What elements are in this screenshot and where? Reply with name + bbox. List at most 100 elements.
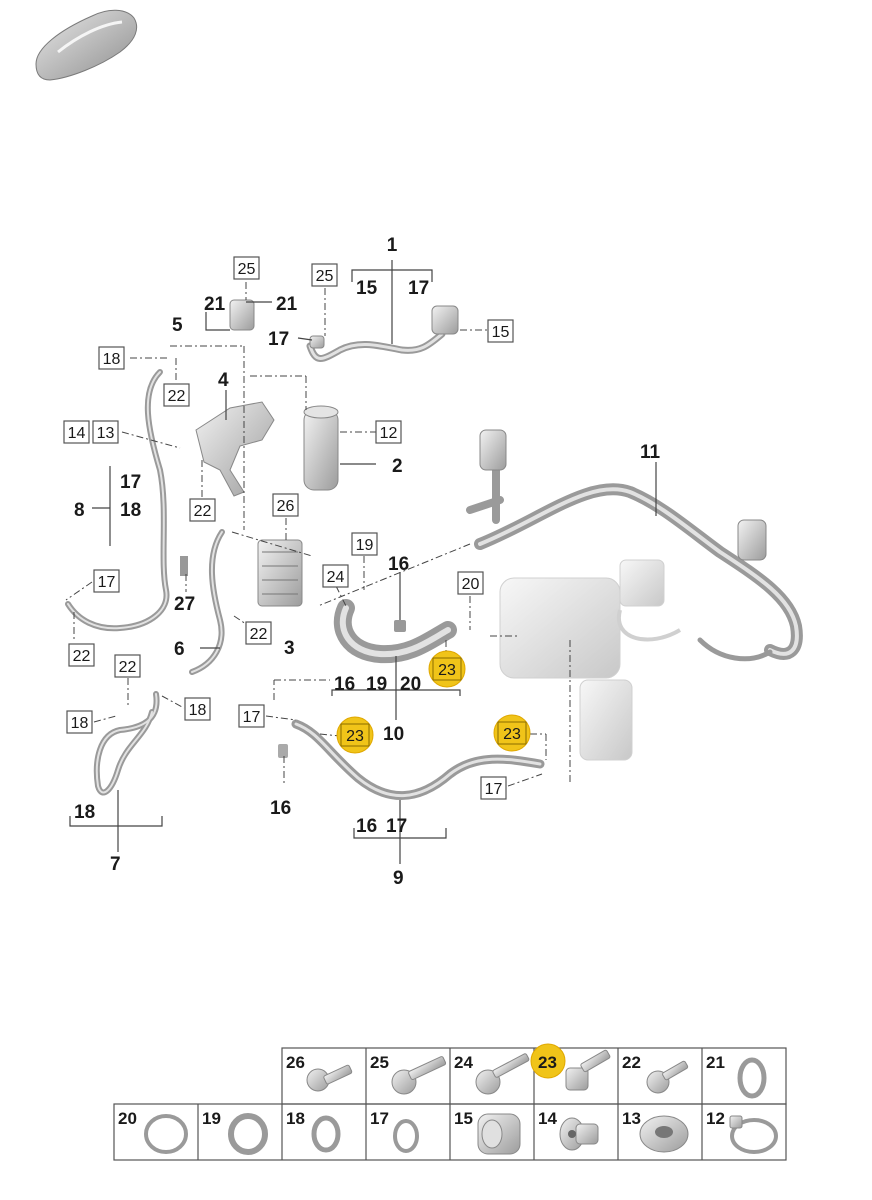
svg-text:22: 22: [73, 648, 91, 665]
svg-text:13: 13: [97, 425, 115, 442]
o-ring-icon: [228, 1113, 268, 1155]
callout-20-group10: 20: [400, 674, 421, 695]
bushing-icon: [559, 1117, 599, 1151]
grommet-icon: [639, 1115, 689, 1153]
boxed-label-20: 20: [457, 571, 484, 595]
boxed-label-17a: 17: [93, 569, 120, 593]
table-cell-17: 17: [370, 1109, 419, 1153]
callout-15-group1: 15: [356, 278, 378, 299]
callout-2: 2: [392, 456, 403, 477]
callout-17-group8: 17: [120, 472, 141, 493]
svg-text:15: 15: [454, 1109, 473, 1128]
svg-text:15: 15: [492, 324, 510, 341]
o-ring-icon: [737, 1057, 767, 1099]
svg-text:17: 17: [485, 781, 503, 798]
hose-clamp-icon: [729, 1115, 778, 1154]
boxed-label-22b: 22: [189, 498, 216, 522]
boxed-label-22e: 22: [114, 654, 141, 678]
callout-18-group7: 18: [74, 802, 95, 823]
callout-8: 8: [74, 500, 85, 521]
svg-text:20: 20: [462, 576, 480, 593]
svg-text:18: 18: [189, 702, 207, 719]
svg-text:18: 18: [103, 351, 121, 368]
svg-text:23: 23: [503, 726, 521, 743]
svg-text:22: 22: [622, 1053, 641, 1072]
svg-text:18: 18: [286, 1109, 305, 1128]
boxed-label-19: 19: [351, 532, 378, 556]
svg-text:23: 23: [538, 1053, 557, 1072]
callout-7: 7: [110, 854, 121, 875]
callout-3: 3: [284, 638, 295, 659]
callout-9: 9: [393, 868, 404, 889]
boxed-labels: 25 25 15 18 22 14 13 12 22 26 19 24 20 1…: [63, 256, 514, 800]
table-cell-22: 22: [622, 1053, 689, 1094]
boxed-label-18a: 18: [98, 346, 125, 370]
table-cell-25: 25: [370, 1053, 447, 1095]
callout-16-group10: 16: [334, 674, 355, 695]
svg-text:23: 23: [438, 662, 456, 679]
svg-text:25: 25: [370, 1053, 389, 1072]
svg-text:17: 17: [98, 574, 116, 591]
svg-text:26: 26: [277, 498, 295, 515]
svg-text:22: 22: [250, 626, 268, 643]
table-cell-15: 15: [454, 1109, 521, 1155]
svg-text:24: 24: [454, 1053, 473, 1072]
highlight-23-right: 23: [493, 714, 531, 752]
o-ring-icon: [144, 1114, 188, 1154]
parts-table: 26 25 24 23: [113, 1043, 787, 1161]
callout-16-bottom: 16: [270, 798, 291, 819]
bolt-icon: [565, 1049, 611, 1091]
svg-text:22: 22: [194, 503, 212, 520]
part-shapes: [65, 299, 803, 801]
callout-17-group9: 17: [386, 816, 407, 837]
svg-text:14: 14: [538, 1109, 557, 1128]
table-cell-21: 21: [706, 1053, 767, 1099]
svg-text:20: 20: [118, 1109, 137, 1128]
svg-text:12: 12: [380, 425, 398, 442]
svg-text:25: 25: [238, 261, 256, 278]
svg-text:22: 22: [168, 388, 186, 405]
svg-text:22: 22: [119, 659, 137, 676]
highlight-23-hose: 23: [428, 650, 466, 688]
svg-text:24: 24: [327, 569, 345, 586]
svg-text:21: 21: [706, 1053, 725, 1072]
table-cell-14: 14: [538, 1109, 599, 1151]
table-cell-13: 13: [622, 1109, 689, 1153]
boxed-label-12: 12: [375, 420, 402, 444]
damper-icon: [477, 1113, 521, 1155]
svg-text:18: 18: [71, 715, 89, 732]
table-cell-20: 20: [118, 1109, 188, 1154]
callout-17-group1: 17: [408, 278, 429, 299]
bolt-icon: [391, 1056, 447, 1095]
table-cell-24: 24: [454, 1053, 530, 1095]
svg-text:25: 25: [316, 268, 334, 285]
boxed-label-25a: 25: [233, 256, 260, 280]
highlighted-labels: 23 23 23: [336, 650, 531, 754]
bolt-icon: [306, 1064, 353, 1092]
svg-text:19: 19: [202, 1109, 221, 1128]
o-ring-icon: [393, 1119, 419, 1153]
callout-6: 6: [174, 639, 185, 660]
leader-lines: [65, 260, 657, 864]
svg-text:23: 23: [346, 728, 364, 745]
callout-10: 10: [383, 724, 404, 745]
callout-11: 11: [640, 442, 661, 463]
callout-21-right: 21: [276, 294, 298, 315]
o-ring-icon: [311, 1115, 341, 1153]
callout-5: 5: [172, 315, 183, 336]
svg-text:14: 14: [68, 425, 86, 442]
boxed-label-17c: 17: [480, 776, 507, 800]
boxed-label-15: 15: [487, 319, 514, 343]
table-cell-26: 26: [286, 1053, 353, 1092]
screw-icon: [646, 1060, 689, 1094]
table-cell-18: 18: [286, 1109, 341, 1153]
svg-text:17: 17: [370, 1109, 389, 1128]
boxed-label-22c: 22: [245, 621, 272, 645]
bolt-icon: [475, 1053, 530, 1095]
boxed-label-18b: 18: [66, 710, 93, 734]
table-cell-23: 23: [530, 1043, 611, 1091]
callout-19-group10: 19: [366, 674, 387, 695]
boxed-label-25b: 25: [311, 263, 338, 287]
boxed-label-17b: 17: [238, 704, 265, 728]
